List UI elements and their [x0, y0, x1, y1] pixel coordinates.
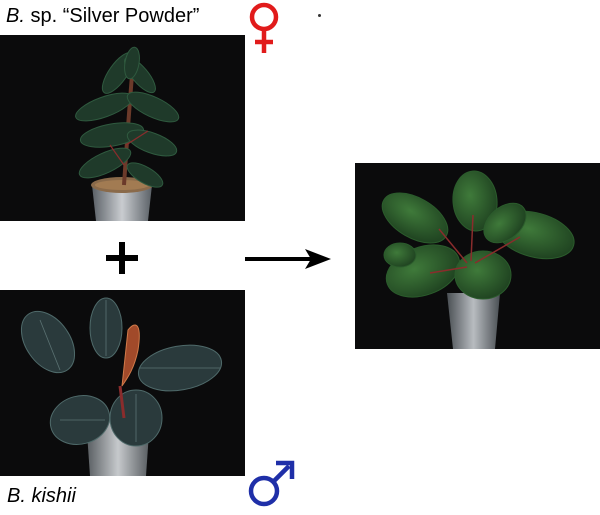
father-species-name: B. kishii [7, 485, 76, 507]
female-icon [244, 0, 284, 61]
stray-dot [318, 14, 321, 17]
plus-icon [104, 240, 140, 276]
mother-species-label: B. sp. “Silver Powder” [6, 6, 199, 26]
hybrid-plant-photo [355, 163, 600, 349]
mother-plant-photo [0, 35, 245, 221]
father-plant-photo [0, 290, 245, 476]
mother-genus: B. [6, 5, 25, 27]
father-species-label: B. kishii [7, 486, 76, 506]
male-icon [244, 458, 296, 515]
right-arrow-icon [245, 247, 331, 276]
mother-species-name: sp. “Silver Powder” [24, 5, 200, 27]
